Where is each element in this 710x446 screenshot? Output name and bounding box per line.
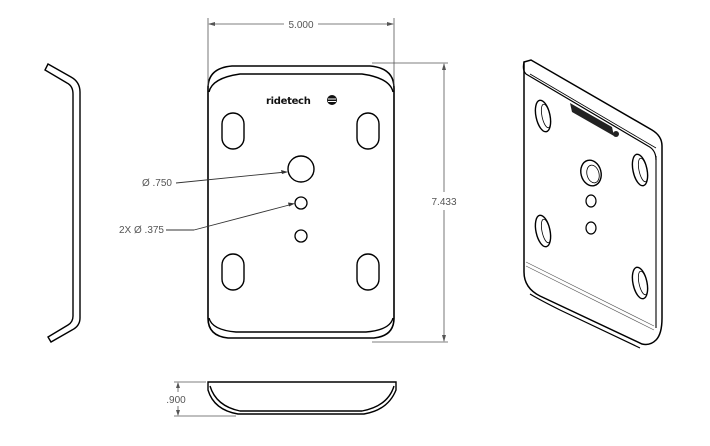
dimension-width bbox=[207, 18, 395, 86]
callout-small-holes: 2X Ø .375 bbox=[119, 225, 164, 236]
side-view bbox=[44, 63, 81, 343]
logo: ridetech bbox=[266, 95, 337, 107]
hole-small-2 bbox=[294, 229, 308, 243]
front-view bbox=[207, 65, 395, 339]
callout-leaders bbox=[166, 170, 295, 231]
callout-large-hole: Ø .750 bbox=[142, 178, 172, 189]
dimension-width-label: 5.000 bbox=[288, 20, 313, 31]
logo-emblem-icon bbox=[327, 95, 337, 105]
dimension-height bbox=[372, 62, 448, 343]
slot-bottom-right bbox=[356, 253, 380, 291]
hole-small-1 bbox=[294, 196, 308, 210]
dimension-height-label: 7.433 bbox=[431, 197, 456, 208]
slot-top-left bbox=[221, 112, 245, 150]
hole-large bbox=[287, 155, 315, 183]
bottom-view bbox=[207, 381, 397, 415]
logo-text: ridetech bbox=[266, 96, 311, 107]
isometric-view bbox=[522, 59, 663, 349]
slot-top-right bbox=[356, 112, 380, 150]
dimension-depth bbox=[174, 381, 236, 417]
slot-bottom-left bbox=[221, 253, 245, 291]
isometric-logo bbox=[570, 103, 619, 137]
dimension-depth-label: .900 bbox=[166, 395, 186, 406]
